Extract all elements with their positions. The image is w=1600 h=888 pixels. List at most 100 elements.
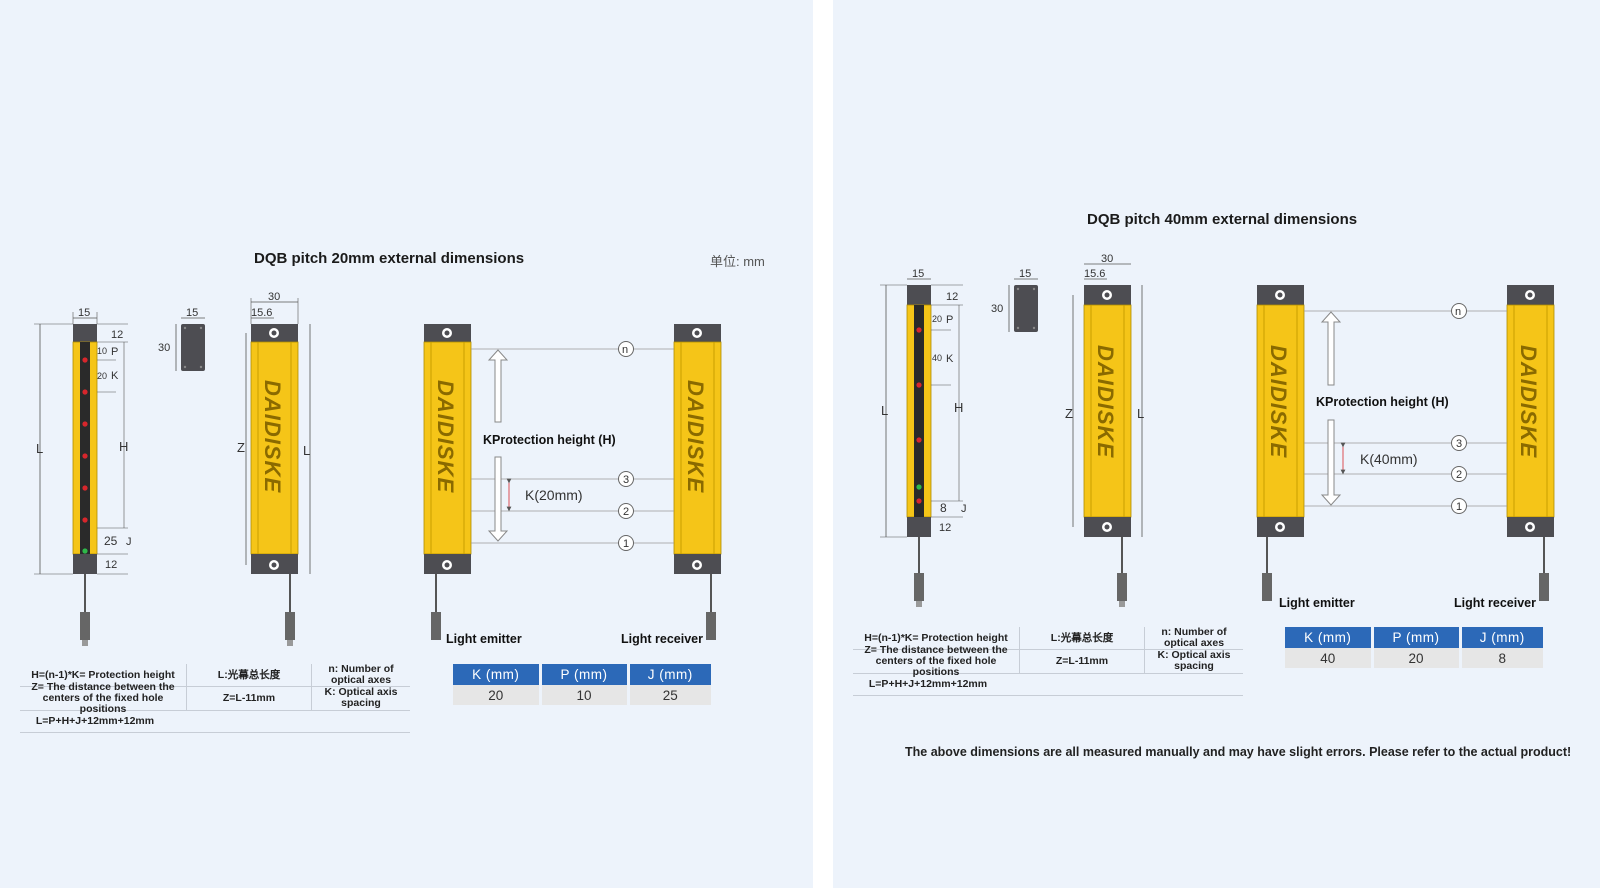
r-beam-n: n [1455, 306, 1461, 318]
dim-10: 10 [97, 346, 107, 356]
spec-table-right: K (mm) P (mm) J (mm) 40 20 8 [1282, 627, 1546, 668]
r-dim-40: 40 [932, 353, 942, 363]
led-dot [82, 485, 88, 491]
spec-head-k: K (mm) [453, 664, 539, 685]
r-formula-k: K: Optical axis spacing [1157, 649, 1231, 672]
r-dim-Z: Z [1065, 406, 1073, 421]
led-dot [82, 357, 88, 363]
brand-receiver-left: DAIDISKE [683, 380, 708, 493]
spec-head-j: J (mm) [629, 664, 711, 685]
dim-20: 20 [97, 371, 107, 381]
formula-z: Z= The distance between the centers of t… [31, 680, 175, 715]
dim-end-30: 30 [158, 342, 170, 354]
emitter-caption-left: Light emitter [446, 632, 522, 646]
r-dim-J: J [961, 503, 967, 515]
dim-25: 25 [104, 534, 118, 548]
r-beam-1: 1 [1456, 501, 1462, 513]
disclaimer-note: The above dimensions are all measured ma… [905, 745, 1572, 759]
formula-k: K: Optical axis spacing [324, 686, 398, 709]
r-dim-side-30: 30 [1101, 253, 1113, 265]
dim-12-top: 12 [111, 329, 123, 341]
spec-table-left: K (mm) P (mm) J (mm) 20 10 25 [450, 664, 714, 705]
front-dims-left: 15 L 12 10 P 20 K H 25 J 12 [34, 307, 132, 575]
emitter-caption-right: Light emitter [1279, 596, 1355, 610]
spec-head-p: P (mm) [541, 664, 627, 685]
left-drawing: 15 L 12 10 P 20 K H 25 J 12 [34, 291, 722, 646]
brand-side-left: DAIDISKE [260, 380, 285, 493]
r-spec-value-j: 8 [1461, 648, 1543, 668]
formula-table-left: H=(n-1)*K= Protection height L:光幕总长度 n: … [20, 664, 410, 734]
dim-Z: Z [237, 440, 245, 455]
receiver-caption-left: Light receiver [621, 632, 703, 646]
r-dim-end-30: 30 [991, 303, 1003, 315]
r-formula-h: H=(n-1)*K= Protection height [864, 631, 1008, 644]
beam-1: 1 [623, 538, 629, 550]
side-view-right: DAIDISKE 30 15.6 Z L [1065, 253, 1144, 607]
r-formula-z-calc: Z=L-11mm [1055, 654, 1109, 667]
protection-label-left: KProtection height (H) [483, 433, 616, 447]
right-drawing: 15 L 12 20 P 40 K H 8 J 12 [880, 253, 1555, 610]
r-dim-end-15: 15 [1019, 268, 1031, 280]
r-dim-H: H [954, 400, 963, 415]
r-dim-side-L: L [1137, 406, 1144, 421]
formula-n: n: Number of optical axes [328, 663, 394, 686]
r-dim-20: 20 [932, 314, 942, 324]
brand-receiver-right: DAIDISKE [1516, 345, 1541, 458]
r-dim-K: K [946, 353, 954, 365]
led-dot [82, 517, 88, 523]
unit-label: 单位: mm [710, 254, 765, 269]
r-formula-z: Z= The distance between the centers of t… [864, 643, 1008, 678]
front-view-right: 15 L 12 20 P 40 K H 8 J 12 [880, 268, 967, 607]
r-dim-P: P [946, 314, 953, 326]
pitch-label-right: K(40mm) [1360, 451, 1418, 467]
r-formula-n: n: Number of optical axes [1161, 626, 1227, 649]
right-panel: DQB pitch 40mm external dimensions 15 L [833, 0, 1600, 888]
r-dim-15: 15 [912, 268, 924, 280]
r-spec-head-j: J (mm) [1461, 627, 1543, 648]
brand-emitter-left: DAIDISKE [433, 380, 458, 493]
beam-3: 3 [623, 474, 629, 486]
dim-12-bottom: 12 [105, 559, 117, 571]
beam-n: n [622, 344, 628, 356]
r-dim-8: 8 [940, 501, 947, 515]
r-spec-head-k: K (mm) [1285, 627, 1371, 648]
side-view-left: DAIDISKE 30 15.6 Z L [237, 291, 311, 646]
r-formula-l: L:光幕总长度 [1050, 631, 1114, 644]
brand-side-right: DAIDISKE [1093, 345, 1118, 458]
formula-sum: L=P+H+J+12mm+12mm [35, 714, 155, 727]
led-dot [82, 421, 88, 427]
formula-z-calc: Z=L-11mm [222, 691, 276, 704]
formula-h: H=(n-1)*K= Protection height [31, 668, 175, 681]
r-spec-value-k: 40 [1285, 648, 1371, 668]
led-dot [82, 548, 88, 554]
dim-side-15-6: 15.6 [251, 307, 272, 319]
formula-table-right: H=(n-1)*K= Protection height L:光幕总长度 n: … [853, 627, 1243, 697]
dim-H: H [119, 439, 128, 454]
dim-side-L: L [303, 443, 310, 458]
right-title: DQB pitch 40mm external dimensions [1087, 211, 1358, 228]
pitch-label-left: K(20mm) [525, 487, 583, 503]
r-formula-sum: L=P+H+J+12mm+12mm [868, 677, 988, 690]
r-dim-L: L [881, 403, 888, 418]
dim-J: J [126, 536, 132, 548]
spec-value-p: 10 [541, 685, 627, 705]
front-view-left [72, 324, 98, 646]
spec-value-j: 25 [629, 685, 711, 705]
r-spec-head-p: P (mm) [1373, 627, 1459, 648]
r-dim-side-15-6: 15.6 [1084, 268, 1105, 280]
left-title: DQB pitch 20mm external dimensions [254, 250, 525, 267]
end-view-left: 15 30 [158, 307, 205, 371]
r-beam-2: 2 [1456, 469, 1462, 481]
dim-P: P [111, 346, 118, 358]
pair-view-right: DAIDISKE DAIDISKE n 3 2 1 KProtection he… [1256, 285, 1555, 601]
r-beam-3: 3 [1456, 438, 1462, 450]
pair-view-left: DAIDISKE DAIDISKE n 3 2 1 KProtection he… [423, 324, 722, 640]
left-panel: DQB pitch 20mm external dimensions 单位: m… [0, 0, 813, 888]
r-dim-12-top: 12 [946, 291, 958, 303]
r-spec-value-p: 20 [1373, 648, 1459, 668]
end-view-right: 15 30 [991, 268, 1038, 332]
r-dim-12-bottom: 12 [939, 522, 951, 534]
beam-2: 2 [623, 506, 629, 518]
dim-K: K [111, 370, 119, 382]
dim-L: L [36, 441, 43, 456]
